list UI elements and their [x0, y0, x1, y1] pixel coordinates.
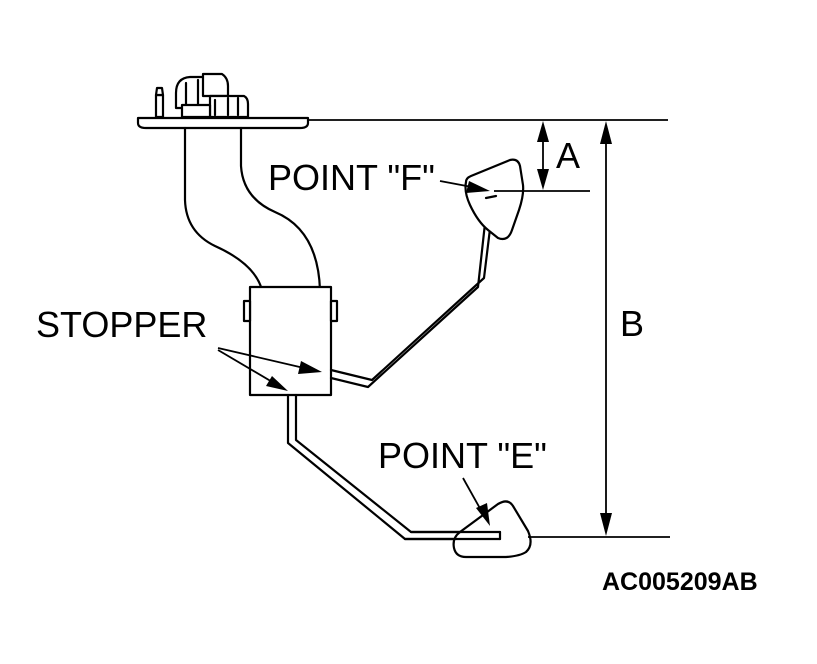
stopper-leader-arrows [217, 347, 322, 391]
figure-code: AC005209AB [602, 568, 758, 596]
dimension-b-label: B [620, 303, 644, 344]
dimension-a-arrow [537, 121, 549, 190]
dimension-b-arrow [600, 121, 612, 536]
fuel-hose [183, 126, 322, 292]
point-e-label: POINT "E" [378, 435, 547, 476]
mounting-flange [136, 72, 310, 130]
float-upper [464, 158, 525, 241]
float-lower [452, 500, 532, 559]
gauge-unit-body [242, 285, 339, 397]
point-e-leader-arrow [462, 477, 490, 526]
point-f-label: POINT "F" [268, 157, 435, 198]
float-arm-upper [329, 194, 496, 389]
stopper-label: STOPPER [36, 304, 207, 345]
dimension-a-label: A [556, 135, 580, 176]
point-f-leader-arrow [439, 180, 490, 193]
